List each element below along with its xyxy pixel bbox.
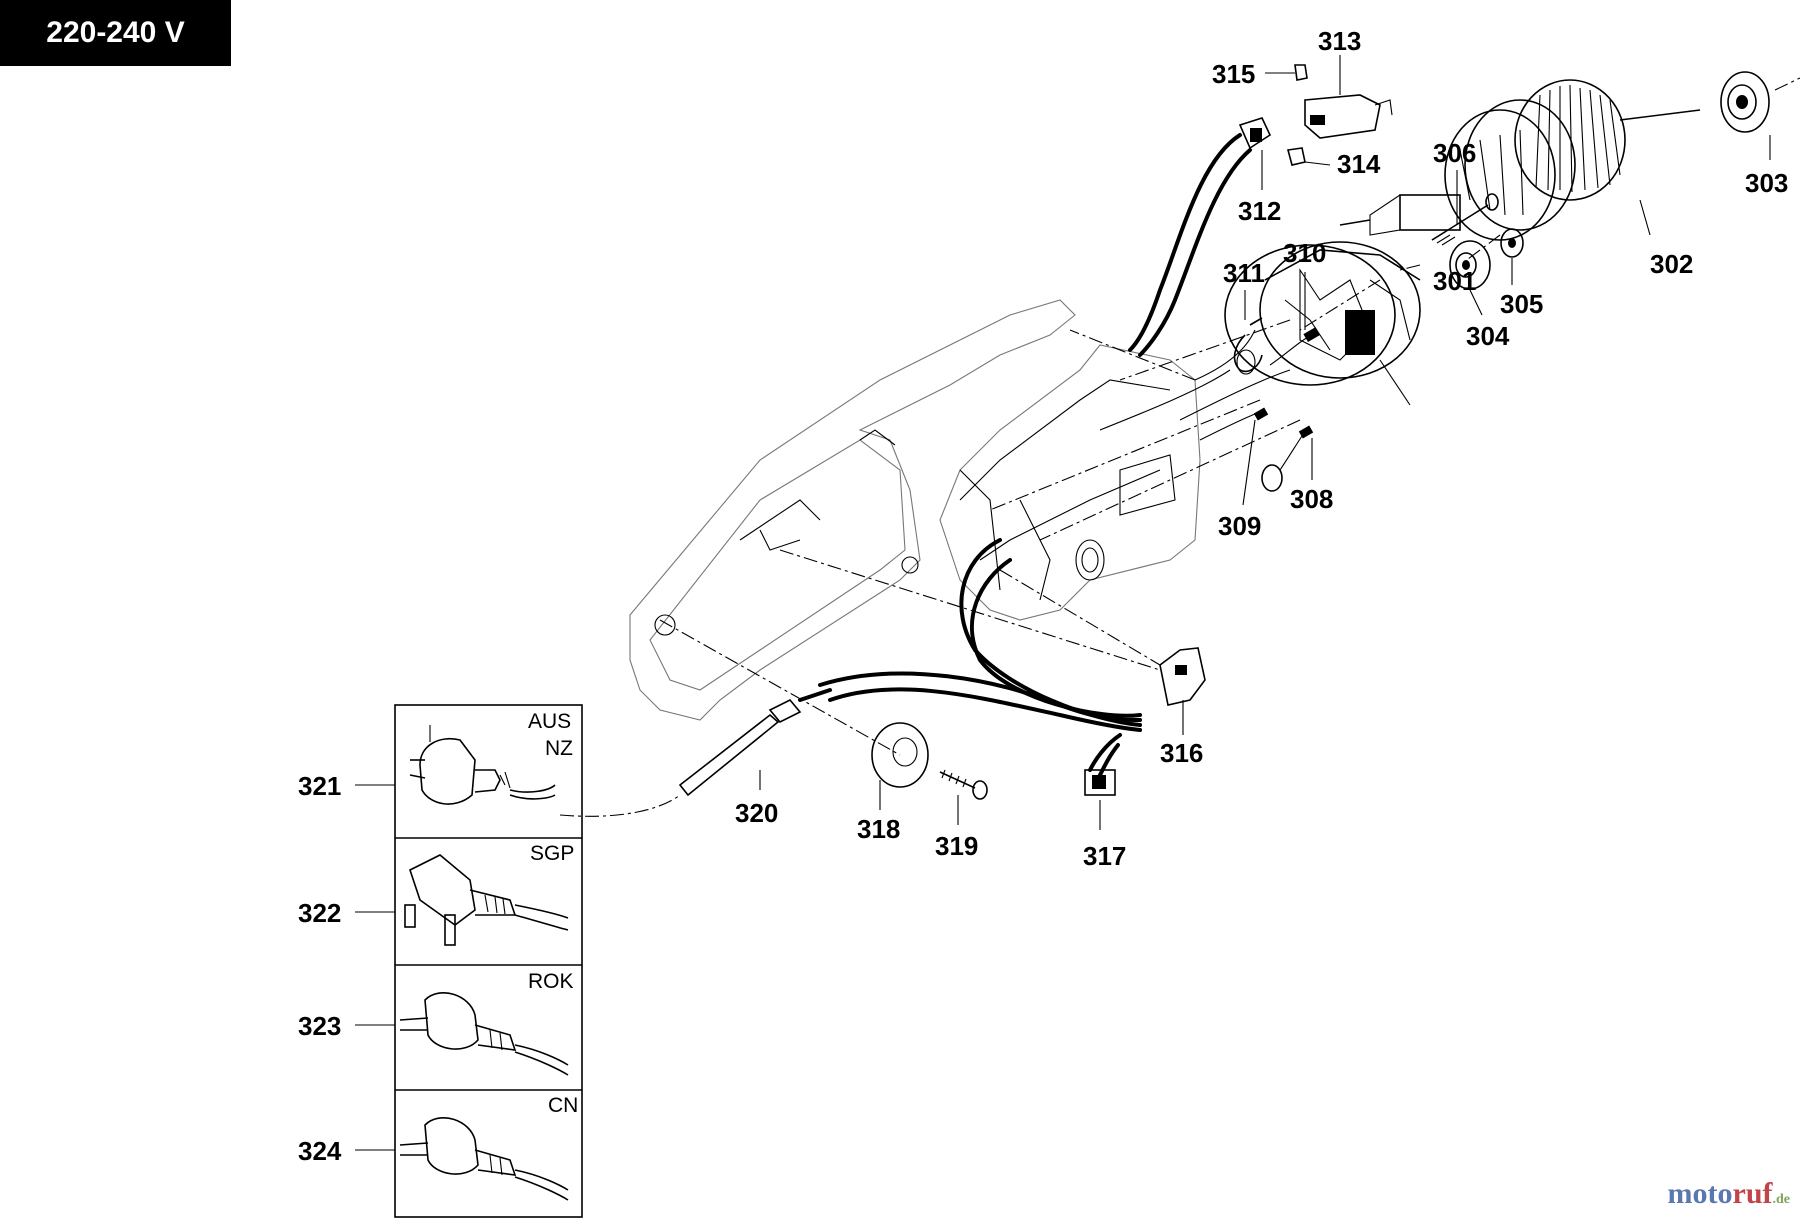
watermark-part2: ruf (1732, 1177, 1773, 1210)
switch-313-drawing (1304, 94, 1393, 139)
switch-block-316-drawing (1159, 647, 1206, 706)
housing-cover-drawing (629, 299, 1076, 721)
screw-319-drawing (939, 769, 988, 800)
part-label-302: 302 (1650, 249, 1693, 279)
part-label-318: 318 (857, 814, 900, 844)
plug-323-region-rok: ROK (528, 970, 574, 993)
plug-321-drawing (409, 725, 556, 805)
part-label-308: 308 (1290, 484, 1333, 514)
plug-324-label: 324 (298, 1136, 342, 1166)
motor-housing-drawing (939, 344, 1201, 621)
watermark-logo: motoruf.de (1668, 1177, 1790, 1211)
part-label-317: 317 (1083, 841, 1126, 871)
plug-322-drawing (404, 854, 569, 946)
cap-314-drawing (1286, 147, 1306, 166)
part-label-310: 310 (1283, 238, 1326, 268)
bearing-303-drawing (1720, 71, 1800, 133)
stator-drawing (1224, 241, 1421, 386)
plug-321-label: 321 (298, 771, 341, 801)
armature-drawing (1339, 79, 1701, 241)
plug-324-drawing (399, 1116, 569, 1201)
connector-317-drawing (1084, 769, 1116, 796)
part-label-312: 312 (1238, 196, 1281, 226)
internal-wiring (818, 133, 1291, 777)
part-label-314: 314 (1337, 149, 1381, 179)
part-label-319: 319 (935, 831, 978, 861)
cable-clamp-318-drawing (871, 722, 929, 788)
assembly-axes (559, 234, 1501, 817)
plug-323-label: 323 (298, 1011, 341, 1041)
leader-lines (355, 55, 1771, 1151)
part-label-305: 305 (1500, 289, 1543, 319)
plug-322-label: 322 (298, 898, 341, 928)
plug-323-drawing (399, 991, 569, 1076)
part-label-316: 316 (1160, 738, 1203, 768)
part-label-311: 311 (1223, 258, 1265, 288)
terminal-310-drawing (1269, 327, 1321, 366)
part-label-309: 309 (1218, 511, 1261, 541)
terminal-309-drawing (1199, 407, 1269, 441)
plug-322-region-sgp: SGP (530, 842, 574, 865)
watermark-part3: .de (1772, 1192, 1791, 1207)
part-label-320: 320 (735, 798, 778, 828)
part-label-315: 315 (1212, 59, 1255, 89)
terminal-311-drawing (1233, 317, 1263, 375)
plug-321-region-nz: NZ (545, 737, 573, 760)
terminal-308-drawing (1261, 425, 1314, 492)
cap-315-drawing (1294, 64, 1308, 81)
plug-variants-panel: 321 AUS NZ 322 SGP 323 ROK (298, 704, 583, 1218)
part-label-303: 303 (1745, 168, 1788, 198)
part-label-304: 304 (1466, 321, 1510, 351)
part-labels: 301 302 303 304 305 306 308 309 310 311 … (735, 26, 1788, 871)
part-label-301: 301 (1433, 266, 1476, 296)
part-label-313: 313 (1318, 26, 1361, 56)
plug-321-region-aus: AUS (528, 710, 571, 733)
part-label-306: 306 (1433, 138, 1476, 168)
washer-305-drawing (1500, 228, 1524, 258)
cable-sleeve-320-drawing (678, 688, 832, 797)
bolt-306-drawing (1431, 193, 1499, 246)
connector-312-drawing (1238, 117, 1272, 150)
plug-324-region-cn: CN (548, 1094, 578, 1117)
watermark-part1: moto (1667, 1177, 1733, 1210)
voltage-label: 220-240 V (0, 0, 231, 66)
